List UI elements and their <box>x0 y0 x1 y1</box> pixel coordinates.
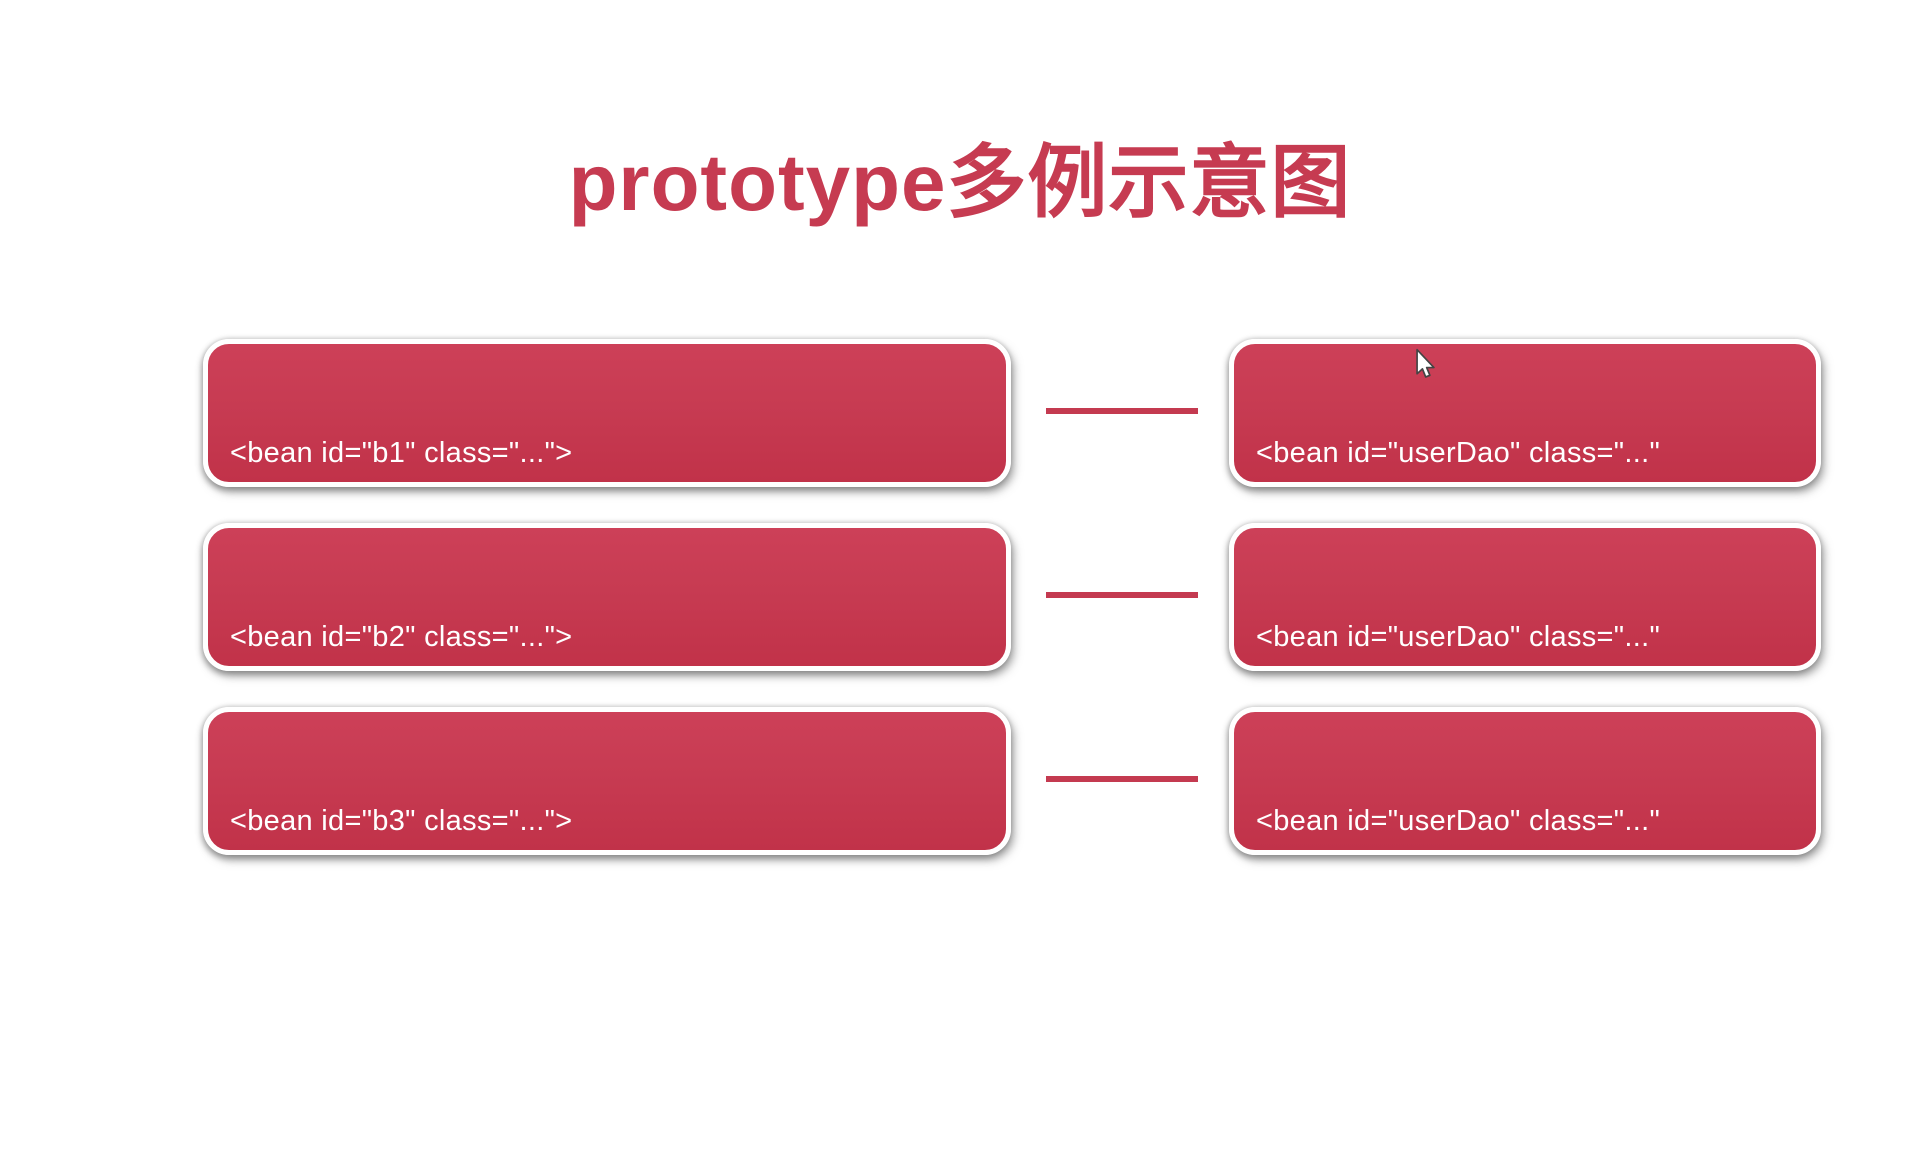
code-line: </bean> <box>1256 1039 1365 1071</box>
code-line: </bean> <box>230 1039 339 1071</box>
connector-line-2 <box>1046 592 1198 598</box>
mouse-cursor-icon <box>1416 348 1435 378</box>
code-line: <bean id="userDao" class="..." <box>1256 621 1661 653</box>
code-line: </bean> <box>1256 855 1365 887</box>
code-line: </bean> <box>1256 671 1365 703</box>
slide: prototype多例示意图 <bean id="b1" class="..."… <box>203 138 1821 1071</box>
code-line: </bean> <box>230 671 339 703</box>
bean-box-b1: <bean id="b1" class="..."> <property nam… <box>203 339 1011 703</box>
bean-box-b3: <bean id="b3" class="..."> <property nam… <box>203 707 1011 1071</box>
userdao-box-2: <bean id="userDao" class="..." scope="pr… <box>1229 523 1821 887</box>
code-line: <bean id="b2" class="..."> <box>230 621 573 653</box>
code-line: <bean id="userDao" class="..." <box>1256 805 1661 837</box>
userdao-box-3: <bean id="userDao" class="..." scope="pr… <box>1229 707 1821 1071</box>
code-line: <bean id="b1" class="..."> <box>230 437 573 469</box>
code-line: </bean> <box>230 855 339 887</box>
code-line: <bean id="b3" class="..."> <box>230 805 573 837</box>
userdao-box-1: <bean id="userDao" class="..." scope="pr… <box>1229 339 1821 703</box>
bean-box-b2: <bean id="b2" class="..."> <property nam… <box>203 523 1011 887</box>
connector-line-1 <box>1046 408 1198 414</box>
code-line: scope="prototype"> <box>1256 922 1540 954</box>
page-title: prototype多例示意图 <box>568 138 1352 227</box>
connector-line-3 <box>1046 776 1198 782</box>
code-line: <bean id="userDao" class="..." <box>1256 437 1661 469</box>
code-line: <property name="userDao" ref="userDao"> <box>230 922 849 954</box>
